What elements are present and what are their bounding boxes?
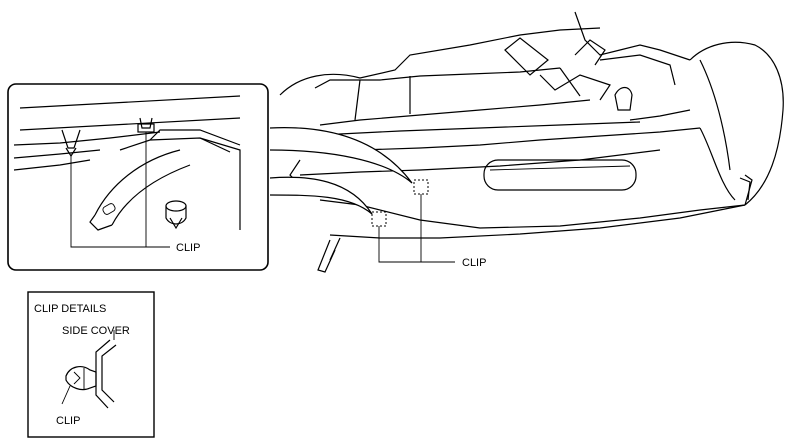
- inset-clip-label: CLIP: [176, 242, 200, 254]
- callout-beams: [269, 127, 413, 215]
- clip-details-title: CLIP DETAILS: [34, 303, 106, 315]
- main-clip-label: CLIP: [462, 257, 486, 269]
- clip-location-upper: [413, 179, 429, 195]
- side-cover-label: SIDE COVER: [62, 325, 130, 337]
- center-console-drawing: [279, 11, 784, 273]
- inset-detail: [7, 83, 269, 271]
- clip-details-box: [27, 291, 155, 438]
- clip-location-lower: [371, 211, 387, 227]
- details-clip-label: CLIP: [56, 415, 80, 427]
- main-clip-leaders: [378, 194, 455, 263]
